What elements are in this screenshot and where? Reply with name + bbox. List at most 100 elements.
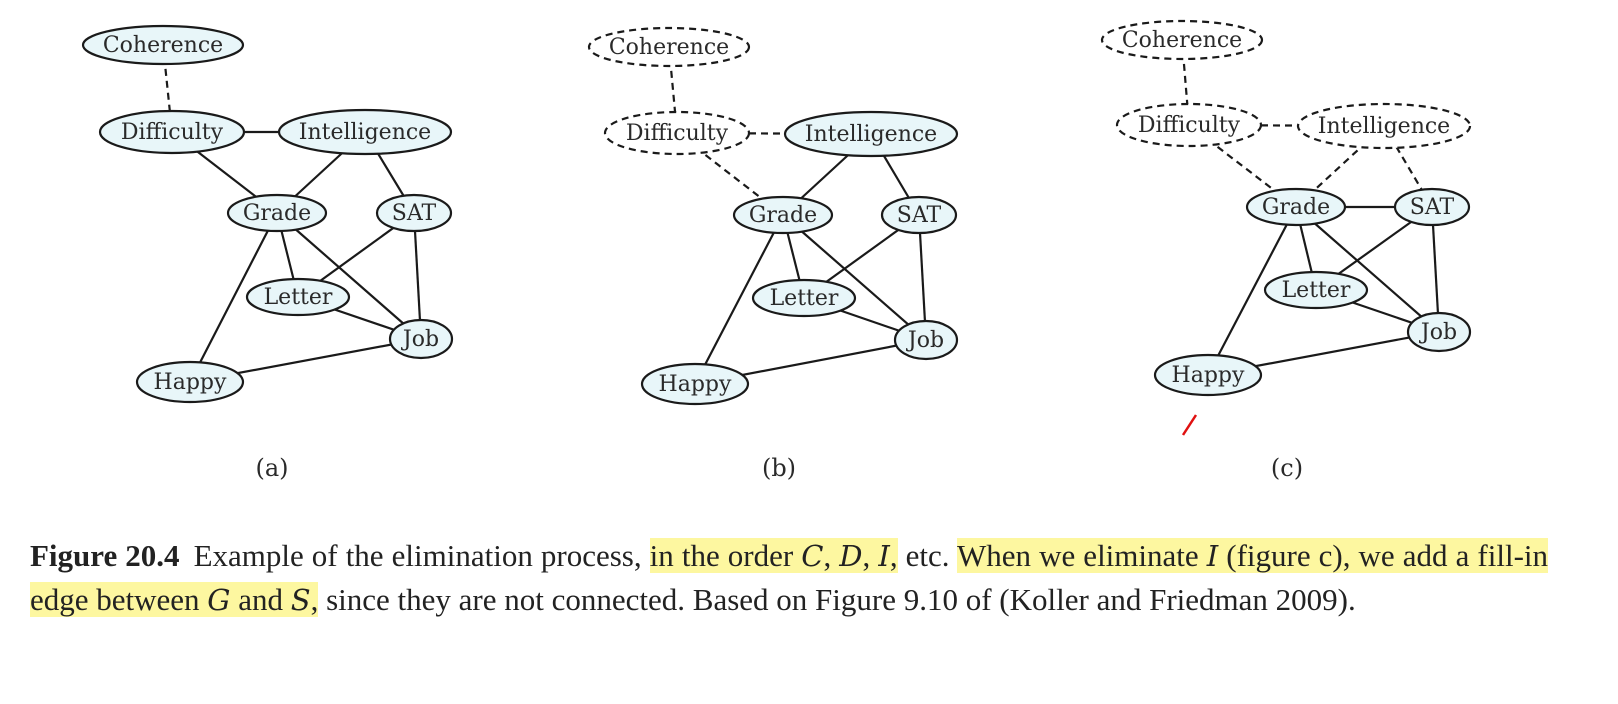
- edge-grade-happy: [189, 212, 278, 383]
- node-difficulty: Difficulty: [98, 109, 246, 155]
- node-sat: SAT: [880, 195, 958, 235]
- node-job-ellipse: [1406, 311, 1472, 353]
- node-difficulty-ellipse: [98, 109, 246, 155]
- caption-text-1: Example of the elimination process,: [193, 538, 650, 573]
- node-intelligence-label: Intelligence: [805, 122, 937, 147]
- node-letter-ellipse: [245, 277, 351, 317]
- panel-label-c: (c): [1271, 454, 1303, 482]
- caption-var-d: D: [839, 539, 863, 573]
- node-job: Job: [1406, 311, 1472, 353]
- caption-var-g: G: [207, 583, 231, 617]
- panel-label-a: (a): [255, 454, 288, 482]
- node-difficulty-ellipse: [1115, 102, 1263, 148]
- node-grade-ellipse: [1245, 187, 1347, 227]
- node-happy: Happy: [135, 360, 245, 404]
- node-intelligence: Intelligence: [1296, 102, 1472, 150]
- node-sat-ellipse: [1393, 187, 1471, 227]
- edge-grade-job: [1295, 206, 1440, 333]
- node-coherence: Coherence: [587, 26, 751, 68]
- node-letter-label: Letter: [770, 286, 839, 311]
- caption-hl-2c: and: [230, 582, 291, 617]
- node-letter-ellipse: [751, 278, 857, 318]
- node-job-label: Job: [906, 328, 944, 353]
- node-coherence-ellipse: [587, 26, 751, 68]
- caption-text-3: since they are not connected. Based on F…: [318, 582, 1356, 617]
- node-intelligence-ellipse: [783, 110, 959, 158]
- node-difficulty-label: Difficulty: [121, 120, 224, 145]
- node-happy-ellipse: [1153, 353, 1263, 397]
- edge-grade-happy: [1207, 206, 1297, 376]
- node-grade: Grade: [732, 195, 834, 235]
- node-letter-label: Letter: [264, 285, 333, 310]
- node-letter: Letter: [751, 278, 857, 318]
- node-grade: Grade: [1245, 187, 1347, 227]
- caption-var-i2: I: [1206, 539, 1219, 573]
- node-letter-label: Letter: [1282, 278, 1351, 303]
- node-sat-label: SAT: [392, 201, 437, 226]
- node-grade-ellipse: [226, 193, 328, 233]
- node-happy: Happy: [1153, 353, 1263, 397]
- node-intelligence-label: Intelligence: [1318, 114, 1450, 139]
- node-difficulty-ellipse: [603, 110, 751, 156]
- caption-sep-2: ,: [862, 538, 879, 573]
- edge-grade-happy: [694, 214, 784, 385]
- node-intelligence-ellipse: [277, 108, 453, 156]
- node-letter-ellipse: [1263, 270, 1369, 310]
- panel-label-b: (b): [762, 454, 796, 482]
- node-sat-label: SAT: [1410, 195, 1455, 220]
- node-job-ellipse: [388, 318, 454, 360]
- node-job-label: Job: [401, 327, 439, 352]
- caption-sep-1: ,: [823, 538, 840, 573]
- edge-grade-job: [782, 214, 927, 341]
- edge-sat-job: [412, 212, 423, 340]
- node-difficulty-label: Difficulty: [626, 121, 729, 146]
- node-job: Job: [893, 319, 959, 361]
- node-grade-label: Grade: [243, 201, 311, 226]
- caption-sep-3: ,: [889, 538, 898, 573]
- node-happy-label: Happy: [1172, 363, 1245, 388]
- node-coherence-label: Coherence: [609, 35, 729, 60]
- node-happy: Happy: [640, 362, 750, 406]
- caption-hl-2a: When we eliminate: [957, 538, 1207, 573]
- edge-sat-job: [1430, 206, 1441, 333]
- caption-hl-2d: ,: [310, 582, 319, 617]
- node-coherence-ellipse: [81, 24, 245, 66]
- caption-var-i: I: [878, 539, 890, 573]
- node-job: Job: [388, 318, 454, 360]
- edge-grade-job: [276, 212, 422, 340]
- red-annotation-mark: [1181, 414, 1198, 436]
- node-coherence-label: Coherence: [103, 33, 223, 58]
- caption-text-2: etc.: [897, 538, 958, 573]
- node-grade-label: Grade: [1262, 195, 1330, 220]
- node-sat-ellipse: [880, 195, 958, 235]
- node-grade-ellipse: [732, 195, 834, 235]
- node-intelligence: Intelligence: [277, 108, 453, 156]
- edge-sat-job: [917, 214, 928, 341]
- node-happy-ellipse: [135, 360, 245, 404]
- caption-figure-label: Figure 20.4: [30, 538, 180, 573]
- node-sat: SAT: [375, 193, 453, 233]
- figure-caption: Figure 20.4 Example of the elimination pr…: [30, 534, 1548, 622]
- caption-highlight-order: in the order C, D, I,: [649, 538, 898, 573]
- node-difficulty: Difficulty: [1115, 102, 1263, 148]
- node-grade: Grade: [226, 193, 328, 233]
- node-happy-label: Happy: [659, 372, 732, 397]
- node-coherence-ellipse: [1100, 19, 1264, 61]
- node-sat-ellipse: [375, 193, 453, 233]
- node-coherence-label: Coherence: [1122, 28, 1242, 53]
- node-job-ellipse: [893, 319, 959, 361]
- node-difficulty: Difficulty: [603, 110, 751, 156]
- node-intelligence-label: Intelligence: [299, 120, 431, 145]
- node-grade-label: Grade: [749, 203, 817, 228]
- node-letter: Letter: [245, 277, 351, 317]
- node-happy-ellipse: [640, 362, 750, 406]
- caption-hl-1: in the order: [649, 538, 802, 573]
- caption-var-s: S: [290, 583, 311, 617]
- node-difficulty-label: Difficulty: [1138, 113, 1241, 138]
- node-letter: Letter: [1263, 270, 1369, 310]
- node-coherence: Coherence: [81, 24, 245, 66]
- node-sat: SAT: [1393, 187, 1471, 227]
- node-sat-label: SAT: [897, 203, 942, 228]
